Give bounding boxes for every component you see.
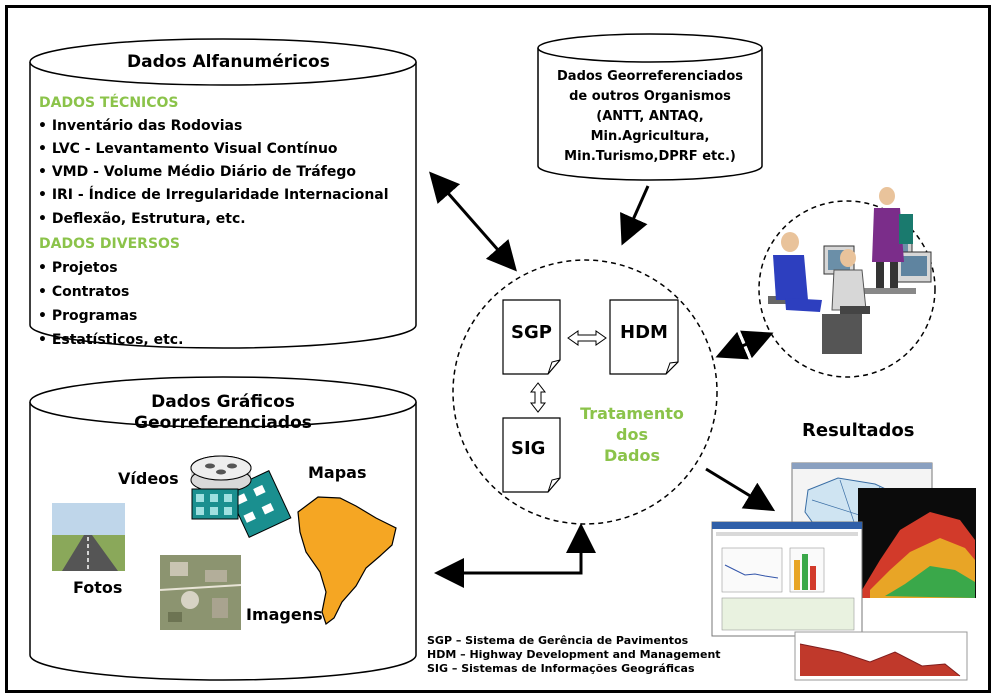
center-users-arrow xyxy=(715,330,774,360)
geo-organisms-cylinder xyxy=(537,33,763,181)
organisms-center-arrow xyxy=(620,185,650,246)
alphanumeric-cylinder xyxy=(29,38,417,349)
misc-data-header: DADOS DIVERSOS xyxy=(39,236,181,252)
tech-item: • Deflexão, Estrutura, etc. xyxy=(38,211,246,227)
graphic-data-cylinder xyxy=(29,376,417,681)
south-america-map-icon xyxy=(297,496,397,625)
sig-document xyxy=(502,417,561,493)
processing-label-line: dos xyxy=(616,425,648,444)
sig-label: SIG xyxy=(511,438,546,459)
results-line-chart xyxy=(794,631,968,681)
graphic-title-line1: Dados Gráficos xyxy=(151,392,295,412)
satellite-image xyxy=(159,555,242,630)
processing-label-line: Tratamento xyxy=(580,404,684,423)
misc-item: • Projetos xyxy=(38,260,118,276)
graphic-title-line2: Georreferenciados xyxy=(134,413,312,433)
sgp-document xyxy=(502,299,561,375)
processing-label-line: Dados xyxy=(603,446,661,465)
office-workers-illustration xyxy=(768,187,932,354)
misc-item: • Estatísticos, etc. xyxy=(38,332,184,348)
organisms-line: Min.Turismo,DPRF etc.) xyxy=(564,149,736,164)
tech-item: • VMD - Volume Médio Diário de Tráfego xyxy=(38,164,356,180)
organisms-line: Dados Georreferenciados xyxy=(557,69,743,84)
photos-label: Fotos xyxy=(73,578,123,597)
tech-item: • Inventário das Rodovias xyxy=(38,118,243,134)
sgp-label: SGP xyxy=(511,322,552,343)
maps-label: Mapas xyxy=(308,463,367,482)
organisms-line: Min.Agricultura, xyxy=(590,129,710,144)
center-graphic-arrow xyxy=(434,523,596,588)
road-photo xyxy=(52,503,125,571)
results-terrain-image xyxy=(858,488,976,598)
organisms-line: (ANTT, ANTAQ, xyxy=(596,109,704,124)
alpha-center-arrow xyxy=(429,171,517,272)
misc-item: • Programas xyxy=(38,308,138,324)
images-label: Imagens xyxy=(246,605,323,624)
sgp-sig-arrow xyxy=(529,382,547,413)
tech-item: • LVC - Levantamento Visual Contínuo xyxy=(38,141,338,157)
film-reel-icon xyxy=(190,455,292,538)
legend-line: HDM – Highway Development and Management xyxy=(427,648,721,661)
organisms-line: de outros Organismos xyxy=(569,89,731,104)
results-chart-window xyxy=(711,521,863,637)
tech-item: • IRI - Índice de Irregularidade Interna… xyxy=(38,187,389,203)
users-circle xyxy=(758,200,936,378)
legend-line: SGP – Sistema de Gerência de Pavimentos xyxy=(427,634,689,647)
alpha-title: Dados Alfanuméricos xyxy=(127,52,330,72)
sgp-hdm-arrow xyxy=(567,330,607,346)
legend-line: SIG – Sistemas de Informações Geográfica… xyxy=(427,662,695,675)
results-title: Resultados xyxy=(802,420,915,441)
misc-item: • Contratos xyxy=(38,284,130,300)
hdm-label: HDM xyxy=(620,322,668,343)
center-results-arrow xyxy=(705,467,776,512)
tech-data-header: DADOS TÉCNICOS xyxy=(39,95,179,111)
hdm-document xyxy=(609,299,679,375)
videos-label: Vídeos xyxy=(118,469,179,488)
